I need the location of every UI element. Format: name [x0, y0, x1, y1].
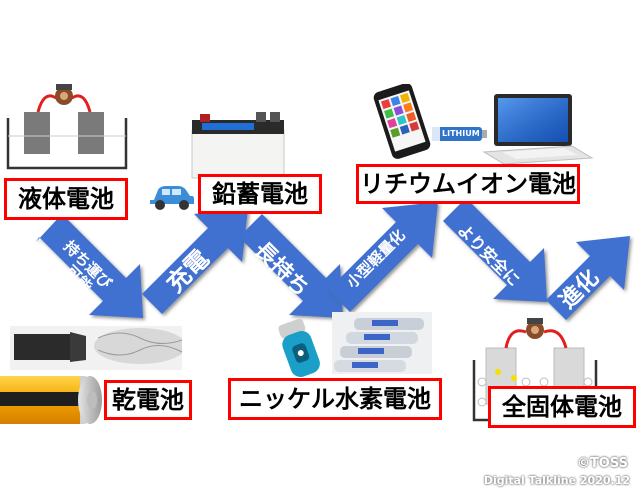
car-icon: [150, 186, 194, 210]
shaver-picture: [278, 318, 320, 377]
arrow-safer: [440, 198, 547, 302]
dry-battery-picture: [0, 376, 102, 424]
label-nickel-metal-hydride-battery: ニッケル水素電池: [228, 378, 442, 420]
arrow-compact: [328, 202, 438, 312]
arrow-charge: [142, 208, 248, 314]
lithium-cell-text: LITHIUM: [442, 129, 480, 138]
label-lead-battery: 鉛蓄電池: [198, 174, 322, 214]
copyright-text: ©TOSS: [576, 456, 628, 471]
label-liquid-battery: 液体電池: [4, 178, 128, 220]
arrow-portable: [36, 214, 143, 318]
label-dry-battery: 乾電池: [104, 380, 192, 420]
label-solid-state-battery: 全固体電池: [488, 386, 636, 428]
lithium-cell-picture: LITHIUM: [430, 124, 488, 144]
battery-parts-picture: [10, 326, 182, 370]
laptop-picture: [482, 94, 594, 165]
smartphone-picture: [373, 84, 431, 159]
nickel-cells-picture: [332, 312, 432, 374]
label-lithium-ion-battery: リチウムイオン電池: [356, 164, 580, 204]
liquid-battery-picture: [6, 84, 128, 170]
lead-battery-picture: [191, 112, 285, 179]
arrow-long-life: [238, 214, 343, 318]
arrow-evolution: [546, 236, 630, 320]
footer-line2: Digital Talkline 2020.12: [483, 474, 630, 487]
